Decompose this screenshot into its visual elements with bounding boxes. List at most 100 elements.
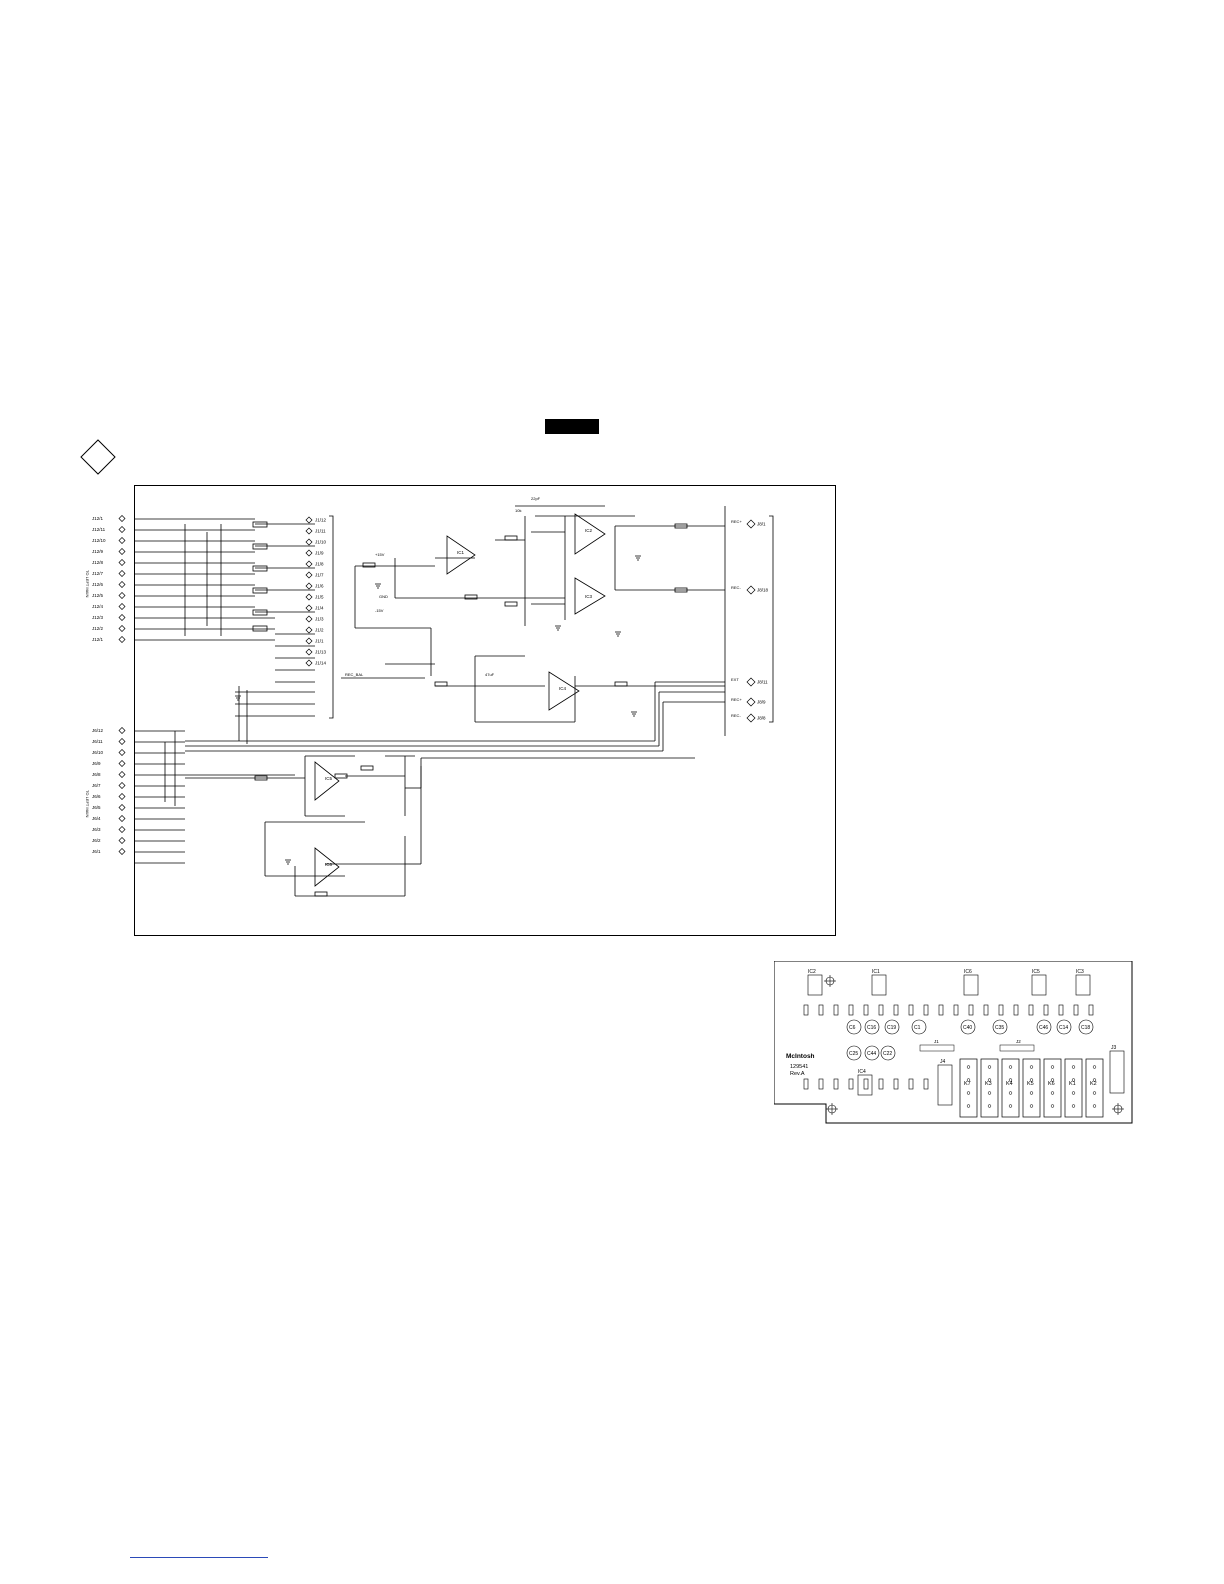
left-top-connector-label: J12/7 <box>92 571 104 576</box>
left-top-connector-diamond-icon <box>118 515 126 522</box>
pcb-capacitor-label: C16 <box>867 1025 876 1031</box>
pcb-relay-label: K1 <box>1069 1081 1076 1087</box>
left-top-connector-diamond-icon <box>118 603 126 610</box>
left-top-connector-diamond-icon <box>118 581 126 588</box>
left-top-connector-diamond-icon <box>118 570 126 577</box>
pcb-capacitor <box>1056 1019 1072 1035</box>
pcb-relay-pin <box>1050 1065 1055 1069</box>
left-top-connector-label: J12/8 <box>92 560 104 565</box>
left-top-connector-label: J12/9 <box>92 549 104 554</box>
pcb-relay <box>1022 1058 1041 1118</box>
right-connector-diamond-icon <box>305 571 313 579</box>
pcb-capacitor <box>864 1019 880 1035</box>
pcb-relay-pin <box>1092 1065 1097 1069</box>
pcb-relay-pin <box>1008 1078 1013 1082</box>
left-top-connector-diamond-icon <box>118 625 126 632</box>
output-connector-label: J8/8 <box>757 716 766 721</box>
pcb-ic-label: IC4 <box>858 1069 866 1075</box>
pcb-relay-label: K6 <box>1048 1081 1055 1087</box>
left-bottom-connector-diamond-icon <box>118 727 126 734</box>
left-top-connector-label: J12/4 <box>92 604 104 609</box>
pcb-capacitor <box>846 1045 862 1061</box>
pcb-resistor-footprint <box>893 1004 899 1016</box>
schematic-ic-label: IC6 <box>325 862 333 867</box>
left-top-connector-diamond-icon <box>118 537 126 544</box>
left-bottom-connector-diamond-icon <box>118 760 126 767</box>
right-connector-diamond-icon <box>305 637 313 645</box>
pcb-resistor-footprint <box>1043 1004 1049 1016</box>
left-bottom-connector-label: J6/3 <box>92 827 101 832</box>
pcb-resistor-footprint <box>818 1004 824 1016</box>
pcb-relay-pin <box>987 1065 992 1069</box>
pcb-relay-pin <box>1029 1078 1034 1082</box>
left-bottom-connector-diamond-icon <box>118 826 126 833</box>
left-top-connector-label: J12/1 <box>92 637 104 642</box>
left-bottom-connector-label: J6/5 <box>92 805 101 810</box>
pcb-capacitor-label: C1 <box>914 1025 921 1031</box>
pcb-connector-j2-label: J2 <box>1016 1039 1021 1044</box>
pcb-capacitor <box>880 1045 896 1061</box>
schematic-ic-label: IC2 <box>585 528 593 533</box>
right-connector-label: J1/4 <box>315 606 324 611</box>
pcb-capacitor-label: C25 <box>849 1051 858 1057</box>
pcb-relay-pin <box>966 1065 971 1069</box>
pcb-ic-label: IC2 <box>808 969 816 975</box>
output-connector-label: J8/1 <box>757 522 766 527</box>
pcb-relay-pin <box>1008 1091 1013 1095</box>
output-connector-diamond-icon <box>746 519 756 529</box>
left-bottom-connector-label: J6/11 <box>92 739 103 744</box>
left-bottom-connector-label: J6/6 <box>92 794 101 799</box>
pcb-resistor-footprint <box>1058 1004 1064 1016</box>
right-connector-diamond-icon <box>305 560 313 568</box>
pcb-resistor-footprint <box>848 1004 854 1016</box>
pcb-ic-label: IC1 <box>872 969 880 975</box>
pcb-relay-pin <box>966 1104 971 1108</box>
left-connector-labels: J12/1J12/11J12/10J12/9J12/8J12/7J12/6J12… <box>85 515 126 855</box>
pcb-relay <box>1001 1058 1020 1118</box>
output-connector-label: J8/9 <box>757 700 766 705</box>
pcb-capacitor-label: C40 <box>963 1025 972 1031</box>
pcb-ic-label: IC3 <box>1076 969 1084 975</box>
pcb-resistor-footprint <box>833 1004 839 1016</box>
pcb-relay-pin <box>1092 1104 1097 1108</box>
left-top-connector-diamond-icon <box>118 636 126 643</box>
output-connector-diamond-icon <box>746 697 756 707</box>
left-bottom-connector-label: J6/2 <box>92 838 101 843</box>
pcb-relay <box>980 1058 999 1118</box>
output-signal-label: EXT <box>731 677 739 682</box>
pcb-relay-pin <box>966 1078 971 1082</box>
pcb-ic-label: IC6 <box>964 969 972 975</box>
pcb-relay-pin <box>1050 1104 1055 1108</box>
header-black-tab <box>545 419 599 434</box>
left-bottom-connector-label: J6/4 <box>92 816 101 821</box>
right-connector-label: J1/9 <box>315 551 324 556</box>
pcb-capacitor-label: C46 <box>1039 1025 1048 1031</box>
left-bottom-connector-diamond-icon <box>118 782 126 789</box>
pcb-resistor-footprint <box>803 1004 809 1016</box>
pcb-relay-pin <box>987 1078 992 1082</box>
pcb-ic-footprint <box>1075 974 1091 996</box>
right-connector-label: J1/2 <box>315 628 324 633</box>
pcb-resistor-footprint <box>863 1078 869 1090</box>
right-connector-label: J1/12 <box>315 518 327 523</box>
pcb-connector-j4 <box>937 1064 953 1106</box>
pcb-resistor-footprint <box>908 1004 914 1016</box>
pcb-relay-pin <box>1050 1091 1055 1095</box>
right-connector-label: J1/10 <box>315 540 327 545</box>
pcb-capacitor-label: C18 <box>1081 1025 1090 1031</box>
pcb-resistor-footprint <box>1028 1004 1034 1016</box>
to-left-main-label-2: TO LEFT MAIN <box>85 790 90 818</box>
left-top-connector-diamond-icon <box>118 592 126 599</box>
left-top-connector-label: J12/3 <box>92 615 104 620</box>
pcb-ic-footprint <box>871 974 887 996</box>
pcb-capacitor <box>992 1019 1008 1035</box>
pcb-resistor-footprint <box>968 1004 974 1016</box>
pcb-capacitor <box>960 1019 976 1035</box>
pcb-resistor-footprint <box>923 1004 929 1016</box>
schematic-misc-label: 22pF <box>531 496 541 501</box>
pcb-resistor-footprint <box>848 1078 854 1090</box>
left-top-connector-diamond-icon <box>118 526 126 533</box>
right-connector-label: J1/7 <box>315 573 324 578</box>
left-bottom-connector-diamond-icon <box>118 815 126 822</box>
